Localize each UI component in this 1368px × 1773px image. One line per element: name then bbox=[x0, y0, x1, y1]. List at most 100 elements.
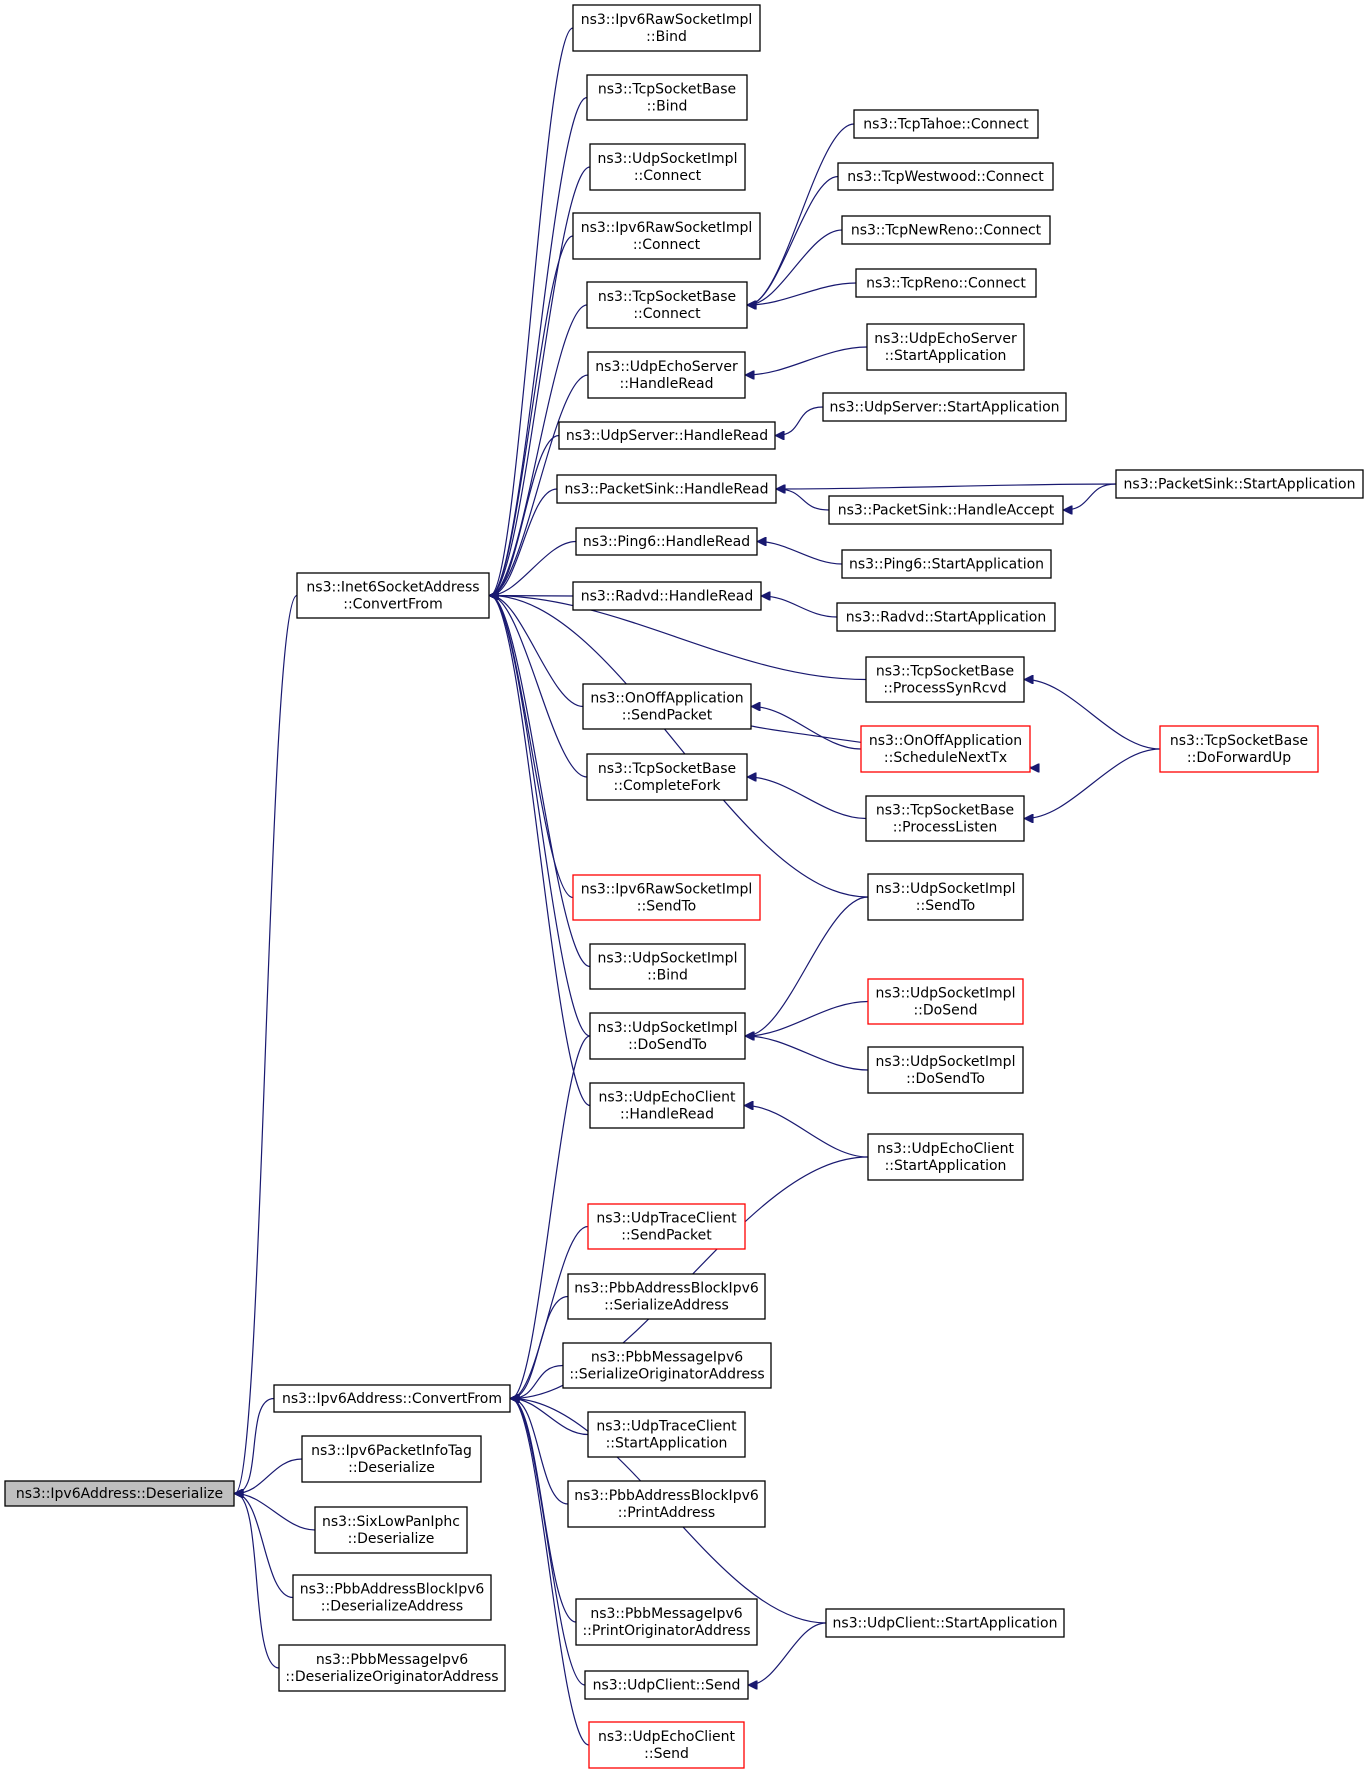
node-udpclisend[interactable]: ns3::UdpClient::Send bbox=[584, 1670, 749, 1700]
node-schednext[interactable]: ns3::OnOffApplication::ScheduleNextTx bbox=[860, 725, 1031, 773]
node-udpsrvstart[interactable]: ns3::UdpServer::StartApplication bbox=[822, 392, 1067, 422]
node-rawconn[interactable]: ns3::Ipv6RawSocketImpl::Connect bbox=[572, 212, 761, 260]
node-box bbox=[589, 1082, 745, 1129]
node-sinkread[interactable]: ns3::PacketSink::HandleRead bbox=[556, 474, 777, 504]
node-newreno[interactable]: ns3::TcpNewReno::Connect bbox=[841, 215, 1051, 245]
node-label: ns3::UdpClient::Send bbox=[593, 1678, 741, 1694]
node-box bbox=[567, 1480, 766, 1528]
node-label: ::SendTo bbox=[916, 898, 975, 914]
node-label: ::PrintAddress bbox=[618, 1505, 715, 1521]
node-label: ns3::UdpEchoClient bbox=[598, 1729, 736, 1745]
node-label: ::Deserialize bbox=[348, 1460, 435, 1476]
node-udpdosend[interactable]: ns3::UdpSocketImpl::DoSend bbox=[867, 978, 1024, 1025]
edge-onoffsend-schednext bbox=[752, 707, 862, 750]
node-echoclistart[interactable]: ns3::UdpEchoClient::StartApplication bbox=[867, 1133, 1024, 1181]
node-label: ns3::UdpEchoClient bbox=[877, 1141, 1015, 1157]
node-tahoe[interactable]: ns3::TcpTahoe::Connect bbox=[853, 109, 1039, 139]
node-pbbmsgser[interactable]: ns3::PbbMessageIpv6::SerializeOriginator… bbox=[562, 1342, 772, 1389]
node-fwdup[interactable]: ns3::TcpSocketBase::DoForwardUp bbox=[1159, 725, 1319, 773]
node-box bbox=[865, 656, 1025, 703]
edge-inet6conv-udpsrvread bbox=[490, 434, 560, 596]
edge-udpdosendto-udpdosend bbox=[746, 1000, 869, 1037]
node-box bbox=[841, 549, 1052, 579]
node-ping6start[interactable]: ns3::Ping6::StartApplication bbox=[841, 549, 1052, 579]
node-plisten[interactable]: ns3::TcpSocketBase::ProcessListen bbox=[865, 795, 1025, 842]
node-pbbmsgprint[interactable]: ns3::PbbMessageIpv6::PrintOriginatorAddr… bbox=[575, 1598, 758, 1646]
node-pbbblkser[interactable]: ns3::PbbAddressBlockIpv6::SerializeAddre… bbox=[567, 1273, 766, 1320]
node-pbbmsgdeser[interactable]: ns3::PbbMessageIpv6::DeserializeOriginat… bbox=[278, 1644, 506, 1692]
node-echosrvstart[interactable]: ns3::UdpEchoServer::StartApplication bbox=[866, 323, 1025, 371]
node-udpclistart[interactable]: ns3::UdpClient::StartApplication bbox=[825, 1608, 1065, 1638]
edge-tcpconn-tahoe bbox=[748, 123, 855, 305]
edge-echocliread-echoclistart bbox=[745, 1106, 869, 1158]
node-label: ns3::PbbMessageIpv6 bbox=[591, 1350, 743, 1366]
node-box bbox=[575, 1598, 758, 1646]
node-udpconn[interactable]: ns3::UdpSocketImpl::Connect bbox=[589, 143, 746, 191]
node-ping6read[interactable]: ns3::Ping6::HandleRead bbox=[575, 527, 758, 556]
node-radvdstart[interactable]: ns3::Radvd::StartApplication bbox=[836, 602, 1056, 632]
node-pbbblkprint[interactable]: ns3::PbbAddressBlockIpv6::PrintAddress bbox=[567, 1480, 766, 1528]
edge-inet6conv-echocliread bbox=[490, 596, 591, 1107]
edge-udpsrvread-udpsrvstart bbox=[776, 406, 824, 436]
node-label: ::DeserializeAddress bbox=[321, 1599, 463, 1615]
node-box bbox=[1115, 469, 1364, 499]
edge-inet6conv-udpdosendto bbox=[490, 596, 591, 1037]
node-sixlow[interactable]: ns3::SixLowPanIphc::Deserialize bbox=[314, 1506, 468, 1554]
node-box bbox=[822, 392, 1067, 422]
node-deser[interactable]: ns3::Ipv6Address::Deserialize bbox=[4, 1480, 235, 1507]
node-ipv6conv[interactable]: ns3::Ipv6Address::ConvertFrom bbox=[273, 1384, 511, 1413]
node-sinkaccept[interactable]: ns3::PacketSink::HandleAccept bbox=[828, 495, 1064, 525]
edge-deser-sixlow bbox=[235, 1494, 316, 1531]
node-label: ::SerializeOriginatorAddress bbox=[569, 1367, 764, 1383]
node-box bbox=[4, 1480, 235, 1507]
node-label: ns3::UdpSocketImpl bbox=[876, 881, 1016, 897]
node-label: ns3::UdpServer::StartApplication bbox=[829, 400, 1059, 416]
node-udpsrvread[interactable]: ns3::UdpServer::HandleRead bbox=[558, 421, 776, 450]
node-label: ns3::TcpSocketBase bbox=[598, 289, 736, 305]
node-tcpconn[interactable]: ns3::TcpSocketBase::Connect bbox=[586, 281, 748, 329]
node-reno[interactable]: ns3::TcpReno::Connect bbox=[855, 268, 1037, 298]
node-echocliread[interactable]: ns3::UdpEchoClient::HandleRead bbox=[589, 1082, 745, 1129]
node-westwood[interactable]: ns3::TcpWestwood::Connect bbox=[837, 162, 1054, 191]
node-label: ns3::OnOffApplication bbox=[590, 691, 743, 707]
node-rawsendto[interactable]: ns3::Ipv6RawSocketImpl::SendTo bbox=[572, 874, 761, 921]
node-box bbox=[828, 495, 1064, 525]
node-label: ::DoForwardUp bbox=[1187, 750, 1291, 766]
node-label: ns3::PacketSink::HandleAccept bbox=[838, 503, 1055, 519]
node-tracesend[interactable]: ns3::UdpTraceClient::SendPacket bbox=[587, 1203, 746, 1250]
node-echoclisend[interactable]: ns3::UdpEchoClient::Send bbox=[588, 1721, 745, 1769]
node-synrcvd[interactable]: ns3::TcpSocketBase::ProcessSynRcvd bbox=[865, 656, 1025, 703]
node-box bbox=[587, 1411, 746, 1458]
node-udpbind[interactable]: ns3::UdpSocketImpl::Bind bbox=[589, 943, 746, 990]
node-label: ::StartApplication bbox=[885, 348, 1007, 364]
node-rawbind[interactable]: ns3::Ipv6RawSocketImpl::Bind bbox=[572, 4, 761, 52]
node-pbbblkdeser[interactable]: ns3::PbbAddressBlockIpv6::DeserializeAdd… bbox=[292, 1574, 492, 1621]
node-echosrvread[interactable]: ns3::UdpEchoServer::HandleRead bbox=[587, 351, 746, 399]
edge-sinkread-sinkstart bbox=[777, 483, 1117, 489]
edge-udpclisend-udpclistart bbox=[749, 1622, 827, 1685]
node-label: ::StartApplication bbox=[885, 1158, 1007, 1174]
node-pktinfodeser[interactable]: ns3::Ipv6PacketInfoTag::Deserialize bbox=[301, 1435, 482, 1483]
node-tracestart[interactable]: ns3::UdpTraceClient::StartApplication bbox=[587, 1411, 746, 1458]
node-onoffsend[interactable]: ns3::OnOffApplication::SendPacket bbox=[582, 683, 752, 730]
node-label: ns3::Inet6SocketAddress bbox=[306, 580, 479, 596]
node-udpsendto[interactable]: ns3::UdpSocketImpl::SendTo bbox=[867, 873, 1024, 921]
node-label: ns3::TcpSocketBase bbox=[1170, 733, 1308, 749]
node-box bbox=[572, 212, 761, 260]
node-udpdosendto2[interactable]: ns3::UdpSocketImpl::DoSendTo bbox=[867, 1046, 1024, 1094]
node-sinkstart[interactable]: ns3::PacketSink::StartApplication bbox=[1115, 469, 1364, 499]
node-label: ns3::Radvd::StartApplication bbox=[846, 610, 1046, 626]
node-udpdosendto[interactable]: ns3::UdpSocketImpl::DoSendTo bbox=[589, 1012, 746, 1060]
node-label: ::HandleRead bbox=[620, 1107, 714, 1123]
node-label: ns3::PbbAddressBlockIpv6 bbox=[574, 1488, 759, 1504]
node-tcpfork[interactable]: ns3::TcpSocketBase::CompleteFork bbox=[586, 753, 748, 801]
node-radvdread[interactable]: ns3::Radvd::HandleRead bbox=[572, 581, 762, 611]
node-label: ::ProcessSynRcvd bbox=[883, 681, 1006, 697]
edge-inet6conv-tcpbind bbox=[490, 96, 588, 596]
node-tcpbind[interactable]: ns3::TcpSocketBase::Bind bbox=[586, 74, 748, 121]
edge-udpdosendto-udpdosendto2 bbox=[746, 1036, 869, 1071]
node-inet6conv[interactable]: ns3::Inet6SocketAddress::ConvertFrom bbox=[296, 572, 490, 619]
node-box bbox=[587, 351, 746, 399]
node-label: ns3::UdpClient::StartApplication bbox=[833, 1616, 1058, 1632]
node-label: ns3::Ipv6RawSocketImpl bbox=[581, 12, 753, 28]
